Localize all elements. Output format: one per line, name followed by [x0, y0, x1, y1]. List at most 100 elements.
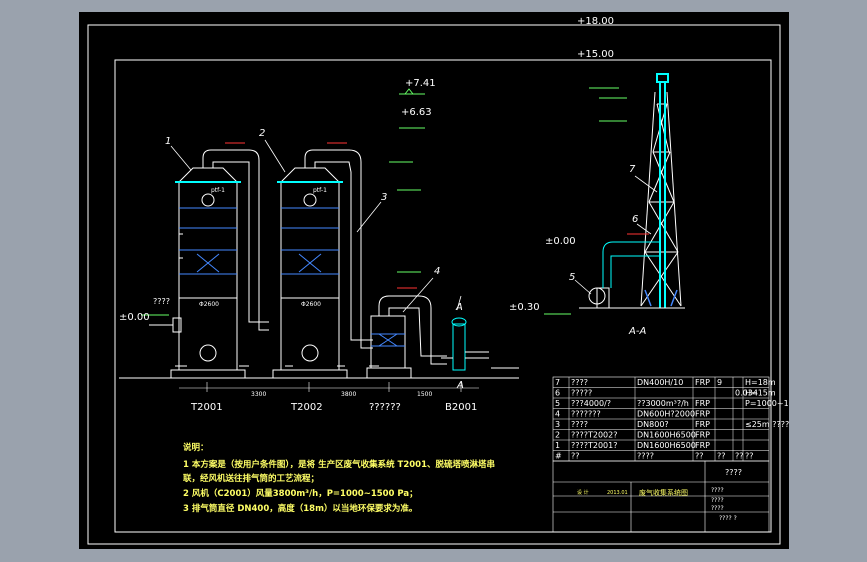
callout-2: 2	[259, 128, 265, 139]
level-markers	[141, 87, 627, 316]
callout-4: 4	[434, 266, 440, 277]
level-ground-right: ±0.00	[545, 236, 576, 247]
table-cell: 4	[555, 410, 560, 419]
label-section-aa: A-A	[628, 326, 646, 337]
level-top: +18.00	[577, 16, 614, 27]
tower-t2001	[177, 167, 239, 371]
table-cell: FRP	[695, 420, 710, 429]
label-b2001: B2001	[445, 402, 477, 413]
notes-line-3-a: 2 风机（C2001）风量3800m	[183, 488, 305, 499]
dim-pk-1: ptf-1	[211, 187, 225, 194]
tower-bases	[170, 367, 412, 379]
table-cell: 2	[555, 431, 560, 440]
table-cell: ??3000m³?/h	[637, 399, 689, 408]
table-cell: H=15m	[745, 389, 776, 398]
label-section-a-bottom: A	[456, 380, 464, 391]
title-company: ????	[725, 468, 742, 477]
table-cell: P=1000~1500 Pa	[745, 399, 789, 408]
flow-arrows	[225, 142, 417, 289]
notes-block: 说明： 1 本方案是（按用户条件图），是将 生产区废气收集系统 T2001、脱硫…	[183, 442, 495, 514]
table-cell: 0.034	[735, 389, 758, 398]
stack-pipe	[656, 73, 669, 308]
callout-leaders	[170, 139, 658, 313]
table-cell: FRP	[695, 441, 710, 450]
callout-1: 1	[165, 136, 171, 147]
dim-spacing-3: 1500	[417, 391, 432, 398]
table-cell: ????T2002?	[571, 431, 617, 440]
title-side-3: ????	[711, 505, 724, 512]
level-663: +6.63	[401, 107, 432, 118]
table-header-cell: ??	[571, 452, 580, 461]
notes-line-2: 联，经风机送往排气筒的工艺流程；	[183, 473, 319, 484]
table-header-cell: ??	[717, 452, 726, 461]
table-cell: DN400H/10	[637, 378, 683, 387]
dim-dia-1: Φ2600	[199, 301, 219, 308]
table-cell: DN800?	[637, 420, 669, 429]
title-number: ???? ?	[719, 515, 737, 522]
table-header-cell: ????	[637, 452, 654, 461]
label-t2001: T2001	[190, 402, 223, 413]
dim-dia-2: Φ2600	[301, 301, 321, 308]
table-cell: ???????	[571, 410, 601, 419]
table-cell: ????	[571, 420, 588, 429]
dim-spacing-2: 3800	[341, 391, 356, 398]
level-stack: +15.00	[577, 49, 614, 60]
table-cell: ????	[571, 378, 588, 387]
label-mid: ??????	[369, 402, 401, 413]
table-cell: 1	[555, 441, 560, 450]
outer-frame	[87, 24, 781, 545]
cad-drawing: +18.00 +15.00 +7.41 +6.63 ±0.00 ±0.00 ±0…	[87, 16, 816, 545]
drawing-sheet: +18.00 +15.00 +7.41 +6.63 ±0.00 ±0.00 ±0…	[79, 12, 816, 549]
stack-base-blue	[644, 289, 678, 307]
table-cell: FRP	[695, 378, 710, 387]
table-header-cell: ??	[745, 452, 754, 461]
level-ground-left: ±0.00	[119, 312, 150, 323]
table-cell: ????T2001?	[571, 441, 617, 450]
notes-line-3: 2 风机（C2001）风量3800m³/h，P=1000~1500 Pa；	[183, 488, 418, 499]
table-cell: DN1600H6500	[637, 441, 696, 450]
notes-line-3-b: ，P=1000~1500 Pa；	[318, 489, 418, 499]
table-cell: FRP	[695, 410, 710, 419]
table-header-cell: ??	[695, 452, 704, 461]
callout-6: 6	[632, 214, 638, 225]
level-741: +7.41	[405, 78, 436, 89]
absorber-4	[370, 315, 406, 369]
label-section-a-top: A	[455, 302, 463, 313]
notes-line-1: 1 本方案是（按用户条件图），是将 生产区废气收集系统 T2001、脱硫塔喷淋塔…	[183, 459, 495, 470]
callout-5: 5	[569, 272, 575, 283]
inlet-nozzle	[149, 317, 182, 333]
dim-pk-2: ptf-1	[313, 187, 327, 194]
table-cell: 6	[555, 389, 560, 398]
table-cell: DN1600H6500	[637, 431, 696, 440]
table-cell: ?????	[571, 389, 592, 398]
callout-7: 7	[629, 164, 636, 175]
title-sign: 设 计	[577, 489, 589, 496]
table-cell: ???4000/?	[571, 399, 611, 408]
tower-t2002	[279, 167, 341, 371]
label-t2002: T2002	[290, 402, 323, 413]
fan-b2001	[441, 317, 489, 371]
table-cell: 9	[717, 378, 722, 387]
duct-pipes	[202, 149, 447, 365]
title-side-2: ????	[711, 497, 724, 504]
table-cell: FRP	[695, 399, 710, 408]
title-block-lines	[553, 461, 769, 532]
table-header-cell: #	[555, 452, 562, 461]
level-pit: ±0.30	[509, 302, 540, 313]
table-header-cell: ??	[735, 452, 744, 461]
table-cell: H=18m	[745, 378, 776, 387]
table-cell: DN600H?2000	[637, 410, 695, 419]
table-cell: 3	[555, 420, 560, 429]
notes-heading: 说明：	[183, 442, 209, 453]
table-cell: 5	[555, 399, 560, 408]
notes-line-4: 3 排气筒直径 DN400，高度（18m）以当地环保要求为准。	[183, 503, 417, 514]
title-year: 2013.01	[607, 490, 628, 496]
table-cell: FRP	[695, 431, 710, 440]
callout-3: 3	[381, 192, 387, 203]
title-side-1: ????	[711, 487, 724, 494]
label-fan-dim: ????	[153, 297, 170, 306]
notes-line-3-unit: ³/h	[305, 489, 318, 499]
dimension-lines	[179, 382, 479, 392]
title-drawing: 废气收集系统图	[639, 488, 688, 497]
